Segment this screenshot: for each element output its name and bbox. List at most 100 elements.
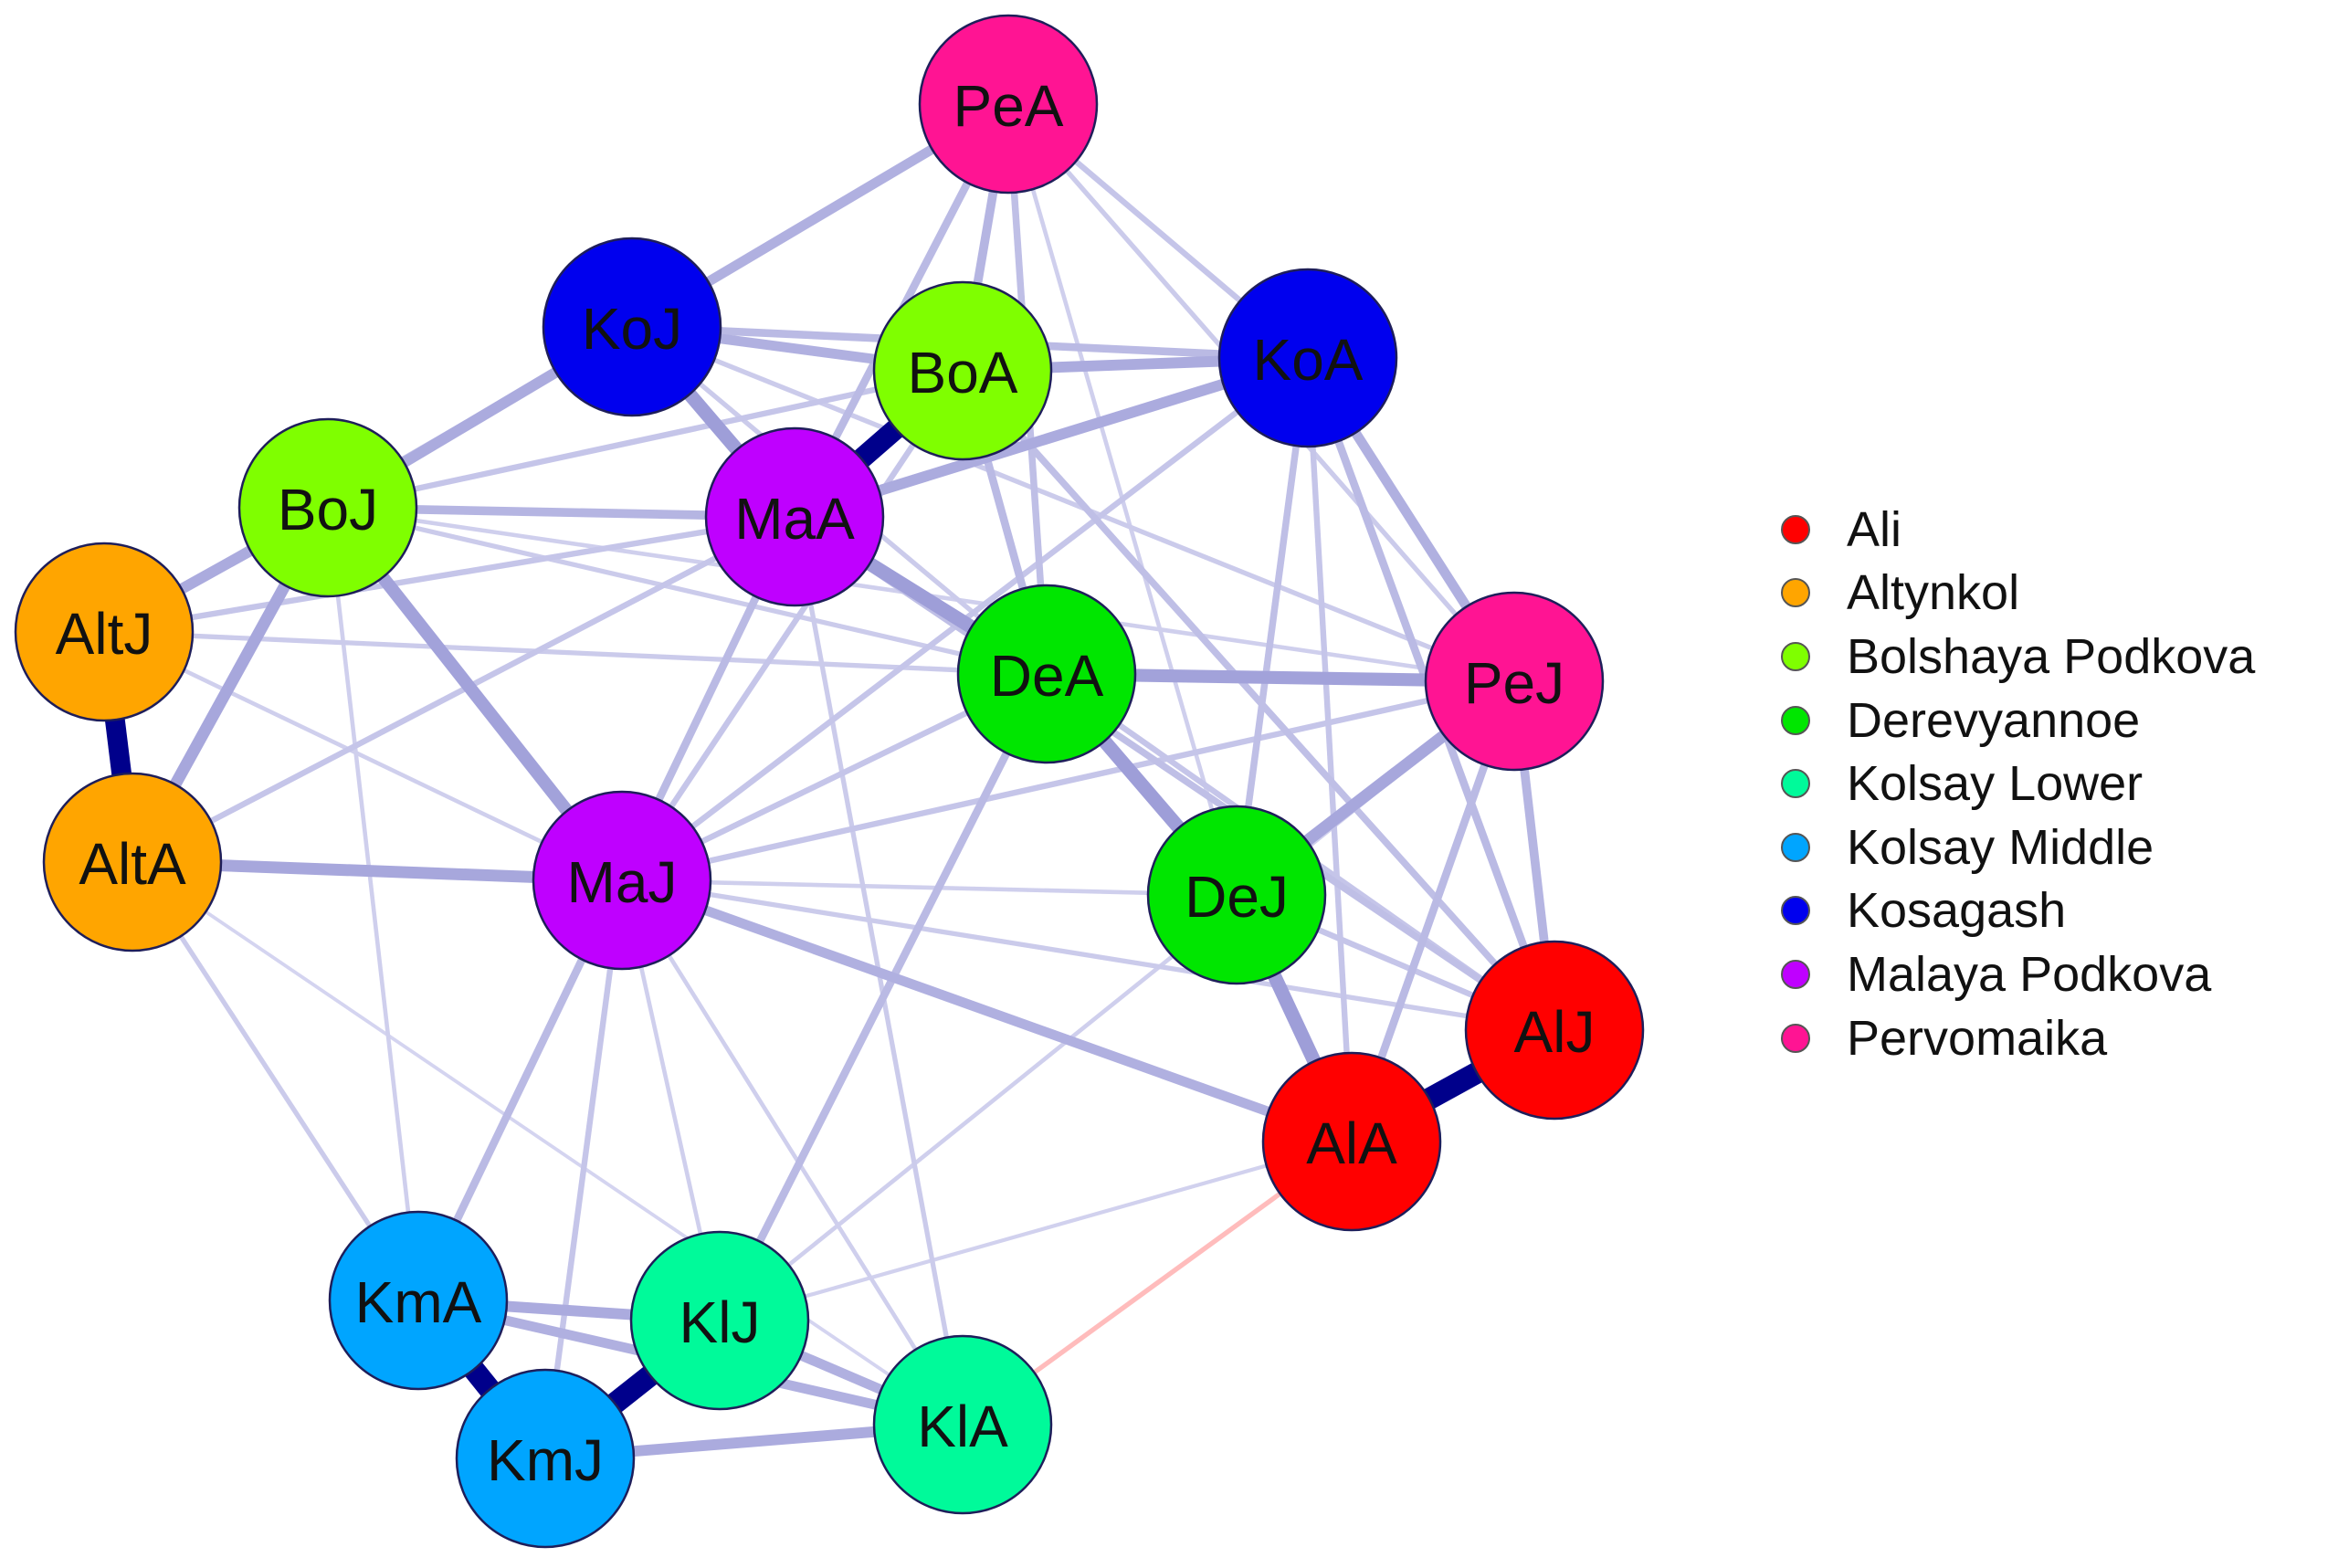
node-altj: AltJ — [14, 542, 195, 722]
edge-maj-ala — [620, 875, 1354, 1147]
node-kma: KmA — [328, 1210, 509, 1391]
node-label-alta: AltA — [79, 831, 186, 897]
node-circle-maa — [704, 426, 885, 607]
legend-item-pervomaika: Pervomaika — [1781, 1006, 2320, 1070]
node-label-dej: DeJ — [1185, 864, 1289, 930]
legend-item-kosagash: Kosagash — [1781, 879, 2320, 943]
legend-item-kolsay-middle: Kolsay Middle — [1781, 816, 2320, 879]
legend: Ali Altynkol Bolshaya Podkova Derevyanno… — [1781, 498, 2320, 1069]
edge-klj-dea — [716, 672, 1050, 1322]
node-label-dea: DeA — [990, 643, 1104, 709]
legend-swatch-pervomaika — [1781, 1023, 1810, 1053]
legend-swatch-kolsay-middle — [1781, 832, 1810, 862]
edge-dej-maj — [621, 878, 1238, 898]
legend-label-ali: Ali — [1847, 501, 1902, 557]
node-kla: KlA — [872, 1334, 1053, 1515]
edge-altj-maj — [103, 629, 623, 883]
node-label-pea: PeA — [953, 73, 1064, 139]
edge-klj-ala — [719, 1139, 1353, 1323]
edge-kmj-maj — [542, 879, 626, 1459]
node-kmj: KmJ — [455, 1368, 636, 1549]
edge-kla-maj — [620, 879, 964, 1426]
legend-item-kolsay-lower: Kolsay Lower — [1781, 752, 2320, 816]
node-circle-alj — [1464, 940, 1645, 1121]
node-label-boj: BoJ — [278, 477, 378, 542]
legend-swatch-derevyannoe — [1781, 705, 1810, 735]
edge-boa-alj — [960, 368, 1557, 1033]
legend-label-derevyannoe: Derevyannoe — [1847, 692, 2141, 748]
node-circle-kla — [872, 1334, 1053, 1515]
node-pea: PeA — [918, 14, 1099, 195]
node-label-koj: KoJ — [582, 296, 682, 362]
node-circle-dej — [1146, 805, 1327, 985]
node-circle-pej — [1424, 591, 1605, 772]
node-koj: KoJ — [542, 237, 722, 417]
node-circle-koa — [1217, 268, 1398, 448]
edge-maj-boa — [619, 369, 965, 882]
node-maj: MaJ — [532, 790, 712, 971]
node-circle-klj — [629, 1230, 810, 1411]
legend-label-kolsay-lower: Kolsay Lower — [1847, 756, 2144, 812]
node-circle-altj — [14, 542, 195, 722]
edge-boj-kma — [325, 507, 421, 1301]
legend-item-malaya-podkova: Malaya Podkova — [1781, 942, 2320, 1006]
node-label-alj: AlJ — [1514, 999, 1596, 1065]
node-dea: DeA — [956, 584, 1137, 764]
node-circle-boa — [872, 280, 1053, 461]
edge-koj-pej — [631, 324, 1515, 684]
node-label-kma: KmA — [355, 1269, 482, 1335]
node-maa: MaA — [704, 426, 885, 607]
node-koa: KoA — [1217, 268, 1398, 448]
node-circle-boj — [237, 417, 418, 598]
node-circle-alta — [42, 772, 223, 952]
node-circle-maj — [532, 790, 712, 971]
node-label-boa: BoA — [908, 340, 1018, 405]
node-circle-kmj — [455, 1368, 636, 1549]
node-circle-dea — [956, 584, 1137, 764]
node-label-maj: MaJ — [567, 849, 678, 915]
legend-swatch-kosagash — [1781, 896, 1810, 926]
node-circle-koj — [542, 237, 722, 417]
legend-label-bolshaya-podkova: Bolshaya Podkova — [1847, 628, 2256, 684]
node-label-ala: AlA — [1306, 1110, 1397, 1176]
nodes-layer: PeA KoJ BoA KoA BoJ MaA AltJ DeA PeJ AltA MaJ DeJ Al… — [14, 14, 1645, 1549]
node-klj: KlJ — [629, 1230, 810, 1411]
edge-koa-ala — [1304, 357, 1355, 1142]
legend-label-malaya-podkova: Malaya Podkova — [1847, 946, 2212, 1002]
node-ala: AlA — [1261, 1051, 1442, 1232]
legend-label-altynkol: Altynkol — [1847, 565, 2020, 621]
node-dej: DeJ — [1146, 805, 1327, 985]
node-label-koa: KoA — [1253, 327, 1364, 393]
node-boj: BoJ — [237, 417, 418, 598]
node-label-pej: PeJ — [1464, 650, 1564, 716]
legend-label-kolsay-middle: Kolsay Middle — [1847, 819, 2154, 875]
legend-item-ali: Ali — [1781, 498, 2320, 562]
legend-label-pervomaika: Pervomaika — [1847, 1010, 2108, 1066]
legend-swatch-kolsay-lower — [1781, 769, 1810, 799]
legend-item-derevyannoe: Derevyannoe — [1781, 689, 2320, 752]
node-boa: BoA — [872, 280, 1053, 461]
legend-swatch-bolshaya-podkova — [1781, 641, 1810, 671]
node-label-klj: KlJ — [679, 1289, 761, 1355]
legend-swatch-ali — [1781, 514, 1810, 544]
legend-item-bolshaya-podkova: Bolshaya Podkova — [1781, 625, 2320, 689]
edge-altj-maa — [103, 513, 795, 636]
node-circle-ala — [1261, 1051, 1442, 1232]
edge-maj-pej — [621, 678, 1515, 884]
node-pej: PeJ — [1424, 591, 1605, 772]
edge-koa-dej — [1233, 357, 1311, 896]
legend-swatch-malaya-podkova — [1781, 959, 1810, 989]
node-label-kmj: KmJ — [487, 1427, 604, 1493]
node-circle-kma — [328, 1210, 509, 1391]
legend-label-kosagash: Kosagash — [1847, 883, 2067, 939]
node-alta: AltA — [42, 772, 223, 952]
legend-swatch-altynkol — [1781, 578, 1810, 608]
legend-item-altynkol: Altynkol — [1781, 562, 2320, 626]
node-circle-pea — [918, 14, 1099, 195]
node-label-altj: AltJ — [56, 601, 153, 667]
edge-alta-kla — [131, 860, 964, 1426]
node-label-maa: MaA — [734, 486, 855, 552]
node-label-kla: KlA — [917, 1394, 1008, 1459]
node-alj: AlJ — [1464, 940, 1645, 1121]
